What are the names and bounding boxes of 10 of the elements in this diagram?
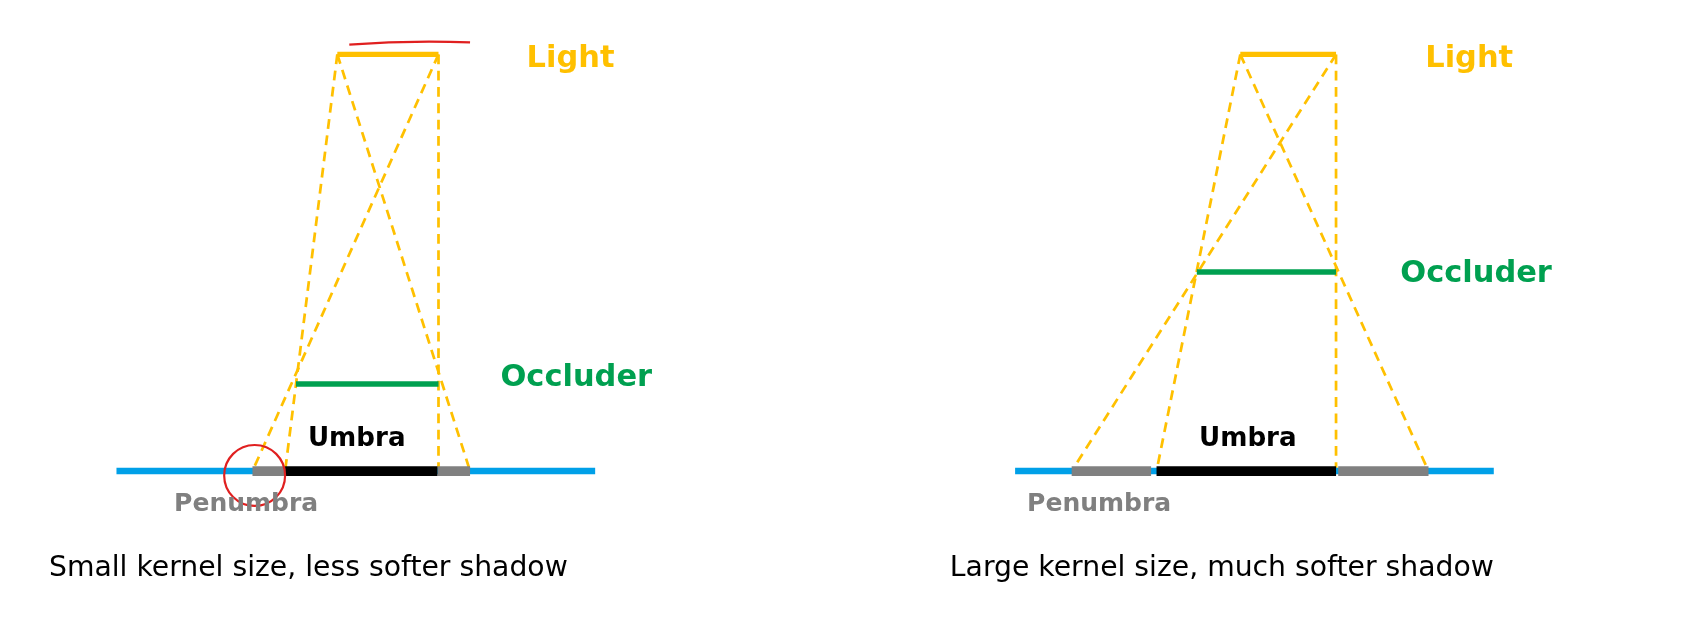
light-label: Light xyxy=(1425,41,1514,72)
light-label: Light xyxy=(526,41,615,72)
occluder-label: Occluder xyxy=(500,361,653,392)
caption: Large kernel size, much softer shadow xyxy=(949,552,1494,581)
occluder-label: Occluder xyxy=(1400,256,1552,288)
caption: Small kernel size, less softer shadow xyxy=(48,552,568,581)
penumbra-label: Penumbra xyxy=(174,490,319,516)
penumbra-label: Penumbra xyxy=(1027,490,1172,516)
umbra-label: Umbra xyxy=(1199,424,1297,451)
umbra-label: Umbra xyxy=(307,424,406,451)
